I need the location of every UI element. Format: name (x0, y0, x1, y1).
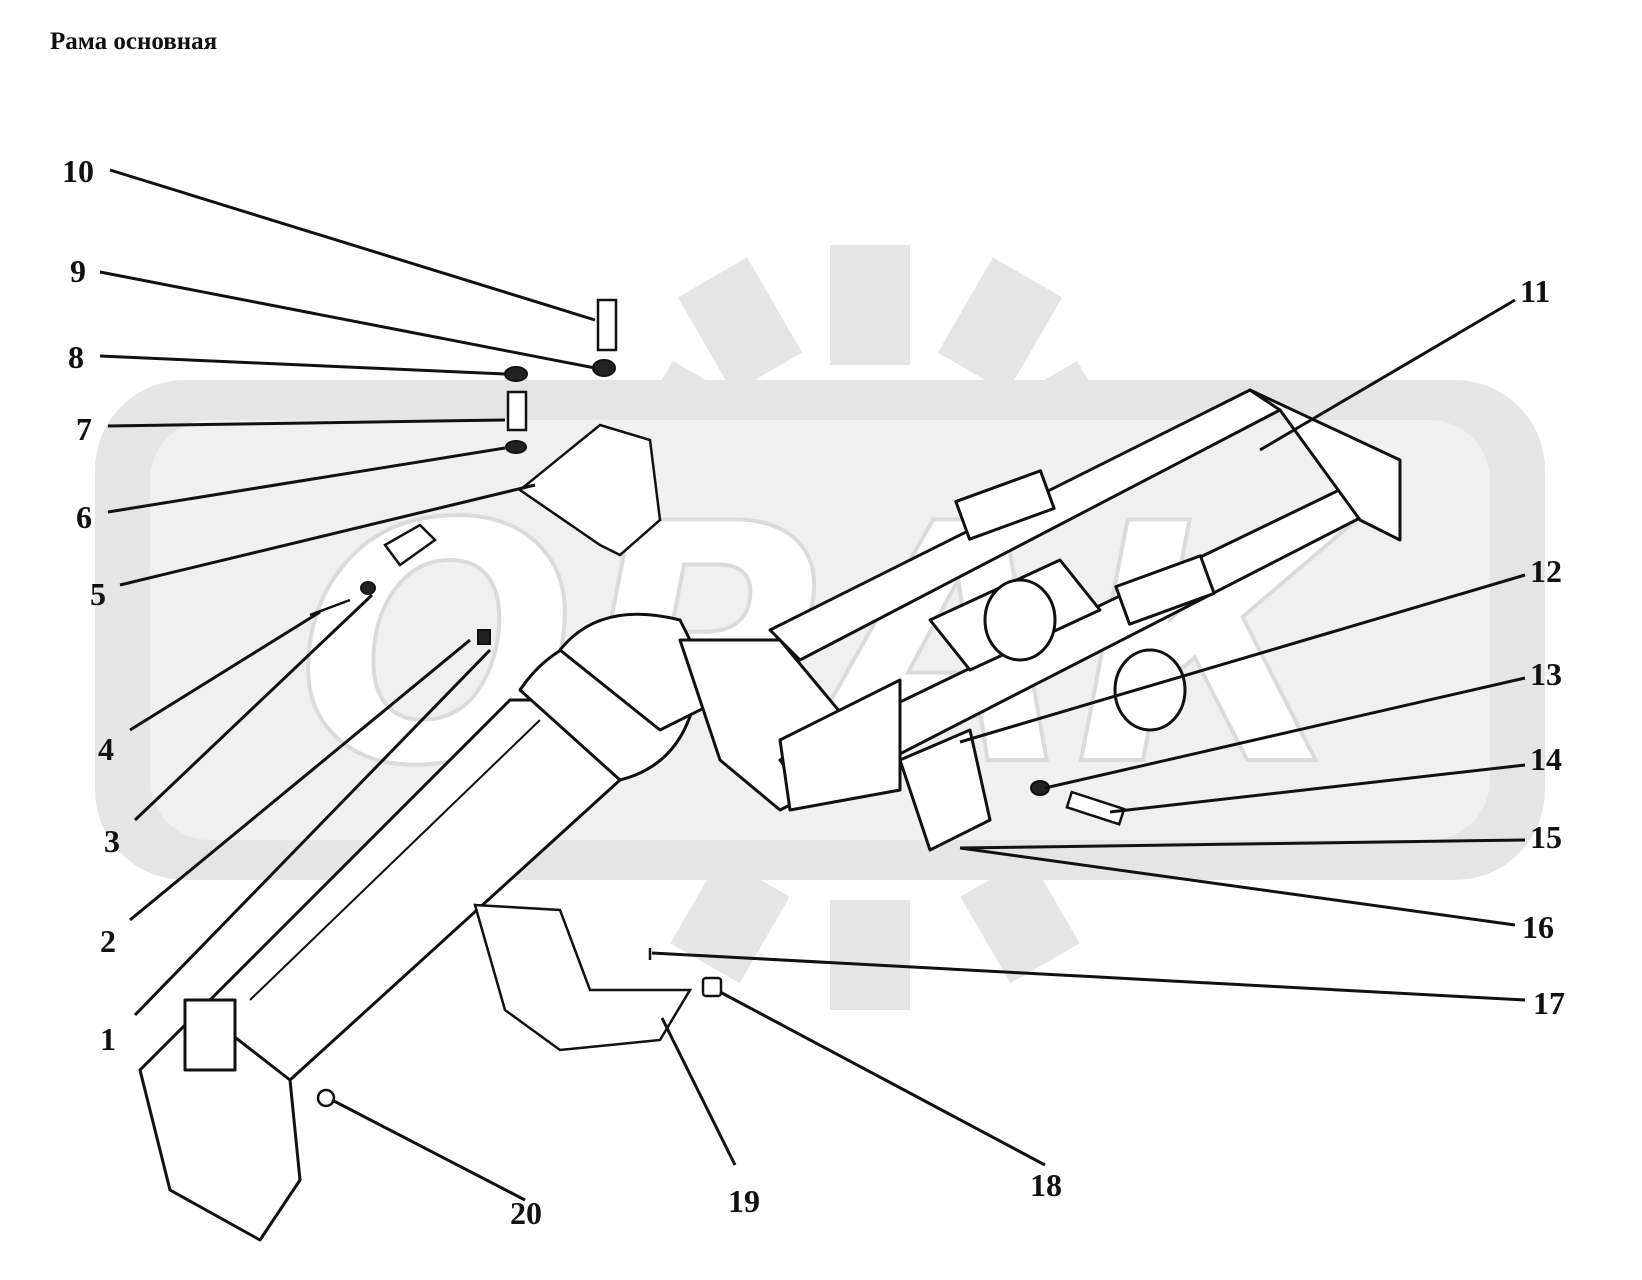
callout-8: 8 (68, 339, 84, 375)
rear-crossmember (1248, 388, 1402, 542)
leader-11 (1259, 298, 1516, 452)
washer-6 (505, 440, 527, 454)
leader-lines (99, 168, 1526, 1202)
nut-20 (316, 1088, 336, 1108)
callout-10: 10 (62, 153, 94, 189)
bushing-18 (701, 976, 723, 998)
leader-2 (129, 638, 471, 922)
cab-mount-left (954, 469, 1056, 541)
leader-10 (109, 168, 596, 322)
callout-1: 1 (100, 1021, 116, 1057)
fitting-1 (477, 629, 491, 645)
bushing-7 (506, 390, 528, 432)
callout-13: 13 (1530, 656, 1562, 692)
hitch-bracket (898, 728, 992, 852)
loose-parts (309, 298, 1126, 1108)
leader-14 (1109, 763, 1526, 814)
leader-13 (1044, 676, 1526, 790)
callout-18: 18 (1030, 1167, 1062, 1203)
bolt-10 (596, 298, 618, 352)
callout-9: 9 (70, 253, 86, 289)
callout-14: 14 (1530, 741, 1562, 777)
leader-20 (331, 1098, 526, 1202)
leader-9 (99, 270, 596, 370)
washer-8 (504, 366, 528, 382)
leader-19 (660, 1017, 737, 1166)
page-title: Рама основная (50, 28, 218, 55)
leader-7 (107, 418, 506, 428)
callout-7: 7 (76, 411, 92, 447)
leader-3 (133, 593, 374, 822)
main-frame (138, 388, 1402, 1242)
callout-2: 2 (100, 923, 116, 959)
callout-12: 12 (1530, 553, 1562, 589)
cap-4 (383, 523, 437, 567)
callout-5: 5 (90, 576, 106, 612)
callout-6: 6 (76, 499, 92, 535)
leader-15 (959, 838, 1526, 850)
callout-15: 15 (1530, 819, 1562, 855)
callout-20: 20 (510, 1195, 542, 1231)
leader-1 (133, 648, 492, 1017)
front-hitch-plate (183, 998, 237, 1072)
callout-17: 17 (1533, 985, 1565, 1021)
nut-2 (360, 581, 376, 595)
leader-8 (99, 354, 506, 376)
callout-3: 3 (104, 823, 120, 859)
leader-16 (959, 846, 1516, 927)
leader-12 (959, 573, 1526, 744)
callout-19: 19 (728, 1183, 760, 1219)
leader-5 (119, 483, 536, 587)
callout-11: 11 (1520, 273, 1550, 309)
bracket-5 (517, 423, 662, 557)
bolt-14 (1065, 790, 1126, 826)
cab-mount-right (1114, 554, 1216, 626)
callout-4: 4 (98, 731, 114, 767)
leader-4 (129, 610, 321, 732)
trunnion-left (983, 578, 1057, 662)
leader-17 (651, 951, 1526, 1002)
front-crossmember (778, 678, 902, 812)
bracket-19 (473, 903, 693, 1052)
trunnion-right (1113, 648, 1187, 732)
leader-18 (719, 990, 1046, 1167)
callout-16: 16 (1522, 909, 1554, 945)
leader-6 (107, 446, 506, 514)
nut-9 (592, 359, 616, 377)
callout-labels: 10 9 8 7 6 5 4 3 2 1 11 12 13 14 15 16 1… (62, 153, 1565, 1231)
